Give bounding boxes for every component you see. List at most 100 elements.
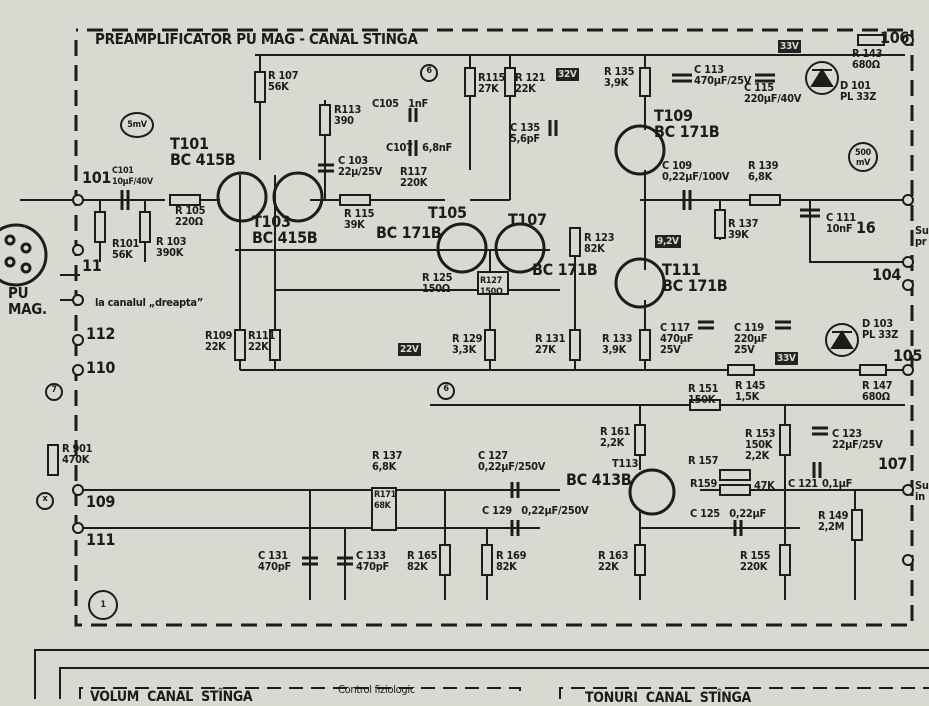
resistor-r115-27k: R115 27K	[478, 71, 506, 95]
capacitor-c127: C 127 0,22µF/250V	[478, 449, 546, 473]
resistor-r157: R 157	[688, 454, 719, 467]
transistor-symbols	[216, 124, 676, 516]
resistor-r115-39k: R 115 39K	[344, 207, 375, 231]
resistor-r145: R 145 1,5K	[735, 379, 766, 403]
pin-109: 109	[86, 492, 116, 511]
voltage-33v-bottom: 33V	[775, 352, 798, 365]
capacitor-c107: C107 6,8nF	[386, 141, 452, 154]
resistor-r137-6k8: R 137 6,8K	[372, 449, 403, 473]
capacitor-c111: C 111 10nF	[826, 211, 856, 235]
module-border	[74, 28, 914, 627]
capacitor-c119: C 119 220µF 25V	[734, 321, 768, 356]
pin-110: 110	[86, 358, 116, 377]
resistor-r125: R 125 150Ω	[422, 271, 453, 295]
resistor-r153: R 153 150K 2,2K	[745, 427, 776, 462]
resistor-r163: R 163 22K	[598, 549, 629, 573]
pin-112: 112	[86, 324, 116, 343]
marker-x: x	[36, 492, 54, 510]
resistor-r111: R111 22K	[248, 329, 276, 353]
edge-text-su-pr: Su pr	[915, 224, 929, 248]
resistor-r169: R 169 82K	[496, 549, 527, 573]
pin-105: 105	[893, 346, 923, 365]
schematic-title: PREAMPLIFICATOR PU MAG - CANAL STINGA	[95, 30, 418, 48]
transistor-t101: T101 BC 415B	[170, 134, 236, 169]
capacitor-c115: C 115 220µF/40V	[744, 81, 802, 105]
pin-101: 101	[82, 168, 112, 187]
transistor-t105-type: BC 171B	[376, 223, 442, 242]
section-tonuri: TONURI CANAL STÎNGA	[585, 690, 751, 706]
resistor-r143: R 143 680Ω	[852, 47, 883, 71]
edge-text-su-in: Su in	[915, 479, 929, 503]
capacitor-c117: C 117 470µF 25V	[660, 321, 694, 356]
resistor-r105: R 105 220Ω	[175, 204, 206, 228]
resistor-r103: R 103 390K	[156, 235, 187, 259]
resistor-r101: R101 56K	[112, 237, 140, 261]
resistor-r161: R 161 2,2K	[600, 425, 631, 449]
resistor-r135: R 135 3,9K	[604, 65, 635, 89]
marker-6-top: 6	[420, 64, 438, 82]
pin-16: 16	[856, 218, 876, 237]
voltage-33v-top: 33V	[778, 40, 801, 53]
resistor-r127: R127 150Ω	[480, 276, 503, 297]
transistor-t113-type: BC 413B	[566, 470, 632, 489]
capacitor-c113: C 113 470µF/25V	[694, 63, 752, 87]
capacitor-c101: C101 10µF/40V	[112, 166, 153, 187]
resistor-r151: R 151 150K	[688, 382, 719, 406]
resistor-r123: R 123 82K	[584, 231, 615, 255]
resistor-r113: R113 390	[334, 103, 362, 127]
pin-104: 104	[872, 265, 902, 284]
transistor-t111: T111 BC 171B	[662, 260, 728, 295]
zener-symbols	[805, 61, 859, 357]
resistor-r139: R 139 6,8K	[748, 159, 779, 183]
transistor-t103: T103 BC 415B	[252, 212, 318, 247]
transistor-t107: T107	[508, 210, 547, 229]
capacitor-c133: C 133 470pF	[356, 549, 390, 573]
zener-d103: D 103 PL 33Z	[862, 317, 899, 341]
capacitor-c103: C 103 22µ/25V	[338, 154, 383, 178]
capacitor-c109: C 109 0,22µF/100V	[662, 159, 730, 183]
capacitor-c105: C105 1nF	[372, 97, 428, 110]
voltage-22v: 22V	[398, 343, 421, 356]
to-right-channel-label: la canalul „dreapta”	[95, 296, 203, 309]
capacitor-c121: C 121	[788, 477, 818, 490]
resistor-r901: R 901 470K	[62, 442, 93, 466]
pin-106: 106	[880, 28, 910, 47]
transistor-t113: T113	[612, 457, 639, 470]
pin-111: 111	[86, 530, 116, 549]
resistor-r131: R 131 27K	[535, 332, 566, 356]
pin-107: 107	[878, 454, 908, 473]
pin-11: 11	[82, 256, 102, 275]
capacitor-c135: C 135 5,6pF	[510, 121, 540, 145]
resistor-r133: R 133 3,9K	[602, 332, 633, 356]
capacitor-c125: C 125 0,22µF	[690, 507, 766, 520]
din-connector-icon	[0, 223, 48, 287]
output-level-badge: 500 mV	[848, 142, 878, 172]
capacitor-symbols	[120, 73, 828, 566]
capacitor-c121-value: 0,1µF	[822, 477, 853, 490]
section-volum: VOLUM CANAL STÎNGA	[90, 689, 253, 705]
connector-label: PU MAG.	[8, 284, 47, 318]
marker-1: 1	[88, 590, 118, 620]
resistor-r107: R 107 56K	[268, 69, 299, 93]
capacitor-c129: C 129 0,22µF/250V	[482, 504, 589, 517]
transistor-t109: T109 BC 171B	[654, 106, 720, 141]
terminal-symbols	[72, 34, 914, 566]
resistor-r159-value: 47K	[754, 479, 775, 492]
capacitor-c123: C 123 22µF/25V	[832, 427, 883, 451]
transistor-t105: T105	[428, 203, 467, 222]
resistor-r159: R159	[690, 477, 718, 490]
resistor-r171: R171 68K	[374, 490, 396, 511]
zener-d101: D 101 PL 33Z	[840, 79, 877, 103]
resistor-r155: R 155 220K	[740, 549, 771, 573]
marker-6-bottom: 6	[437, 382, 455, 400]
resistor-r109: R109 22K	[205, 329, 233, 353]
resistor-r165: R 165 82K	[407, 549, 438, 573]
voltage-9v2: 9,2V	[655, 235, 681, 248]
transistor-t107-type: BC 171B	[532, 260, 598, 279]
resistor-r147: R 147 680Ω	[862, 379, 893, 403]
resistor-r137-39k: R 137 39K	[728, 217, 759, 241]
marker-7: 7	[45, 383, 63, 401]
resistor-r129: R 129 3,3K	[452, 332, 483, 356]
capacitor-c131: C 131 470pF	[258, 549, 292, 573]
